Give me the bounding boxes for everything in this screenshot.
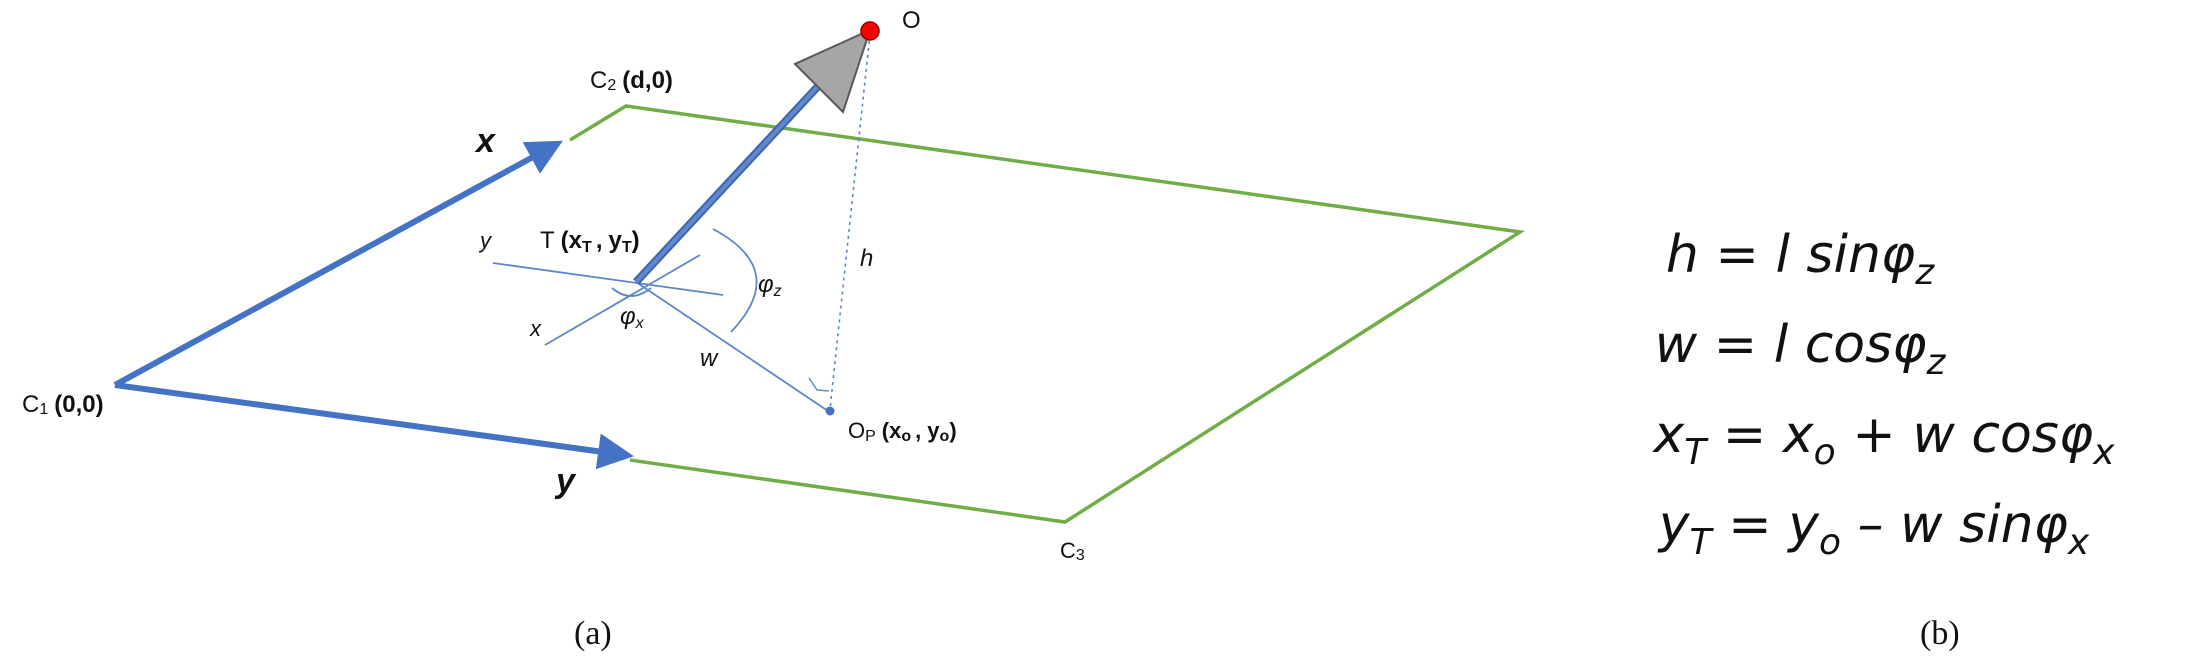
ground-line-w: [635, 281, 829, 412]
equation-h: h = l sinφz: [1666, 225, 1935, 293]
observer-label: O: [902, 7, 921, 34]
x-axis-label: x: [474, 122, 497, 160]
phi-x-arc: [611, 287, 652, 297]
x-axis-arrow: [113, 140, 563, 388]
phi-z-arc: [712, 228, 758, 333]
corner-c2-label: C2(d,0): [590, 67, 673, 94]
panel-a: C1(0,0) C2(d,0) C3 x y O T(xT,yT) OP(xo,…: [22, 7, 1525, 652]
y-axis-arrow: [114, 382, 634, 470]
local-y-label: y: [478, 228, 493, 253]
local-y-axis-line: [492, 262, 724, 296]
right-angle-marker: [808, 377, 830, 392]
h-label: h: [860, 245, 873, 272]
caption-a: (a): [574, 615, 612, 652]
local-x-label: x: [529, 316, 542, 341]
plane-edge: [569, 104, 1525, 524]
equation-w: w = l cosφz: [1655, 315, 1947, 383]
observer-point: [860, 21, 880, 41]
w-label: w: [700, 345, 719, 372]
equation-xt: xT = xo + w cosφx: [1651, 405, 2115, 473]
local-x-axis-line: [544, 254, 701, 346]
arrow-head: [793, 28, 872, 114]
target-label: T(xT,yT): [540, 227, 640, 256]
y-axis-label: y: [554, 462, 577, 500]
corner-c3-label: C3: [1060, 538, 1085, 564]
caption-b: (b): [1920, 615, 1960, 652]
phi-x-label: φx: [620, 303, 645, 332]
target-observer-line-core: [634, 66, 837, 284]
projection-label: OP(xo,yo): [848, 418, 957, 445]
projection-point: [825, 406, 835, 416]
equation-yt: yT = yo – w sinφx: [1657, 495, 2090, 563]
panel-b: h = l sinφz w = l cosφz xT = xo + w cosφ…: [1651, 225, 2115, 652]
corner-c1-label: C1(0,0): [22, 391, 104, 418]
phi-z-label: φz: [758, 271, 782, 300]
